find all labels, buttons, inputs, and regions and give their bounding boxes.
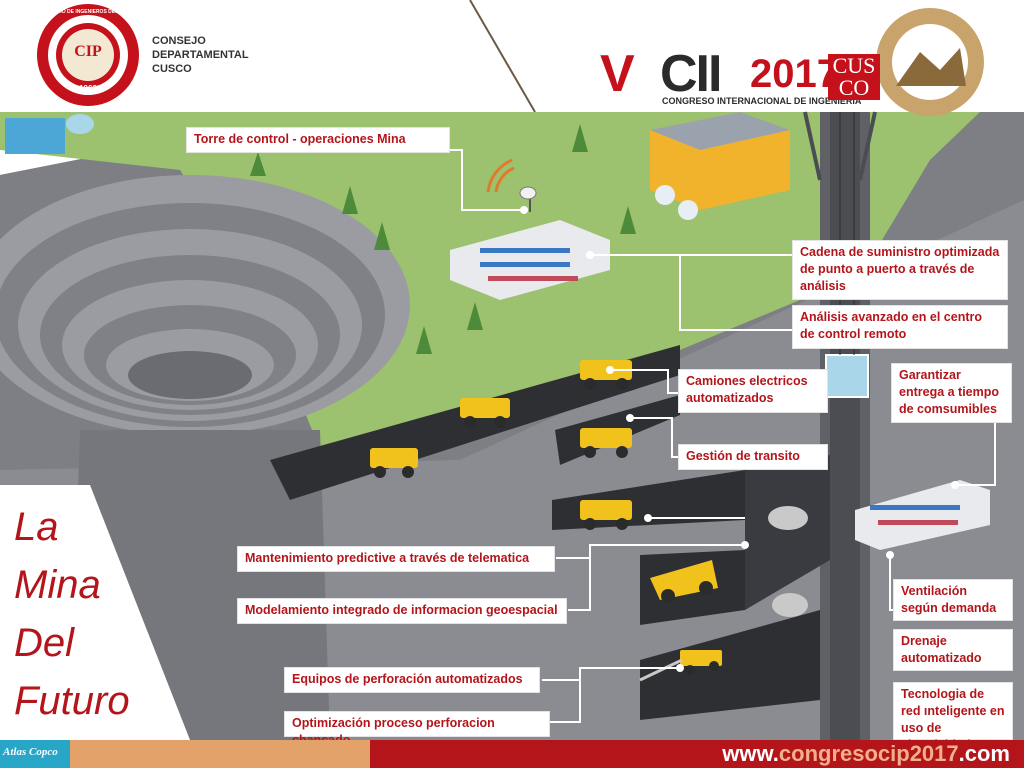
footer-right-bar [370,740,1024,768]
label-gestion-transito: Gestión de transito [678,444,828,470]
title-line: Futuro [14,679,130,723]
drill-rig [639,650,722,682]
connector-dots [520,206,959,672]
surface-plant [650,112,790,220]
org-line: CONSEJO [152,35,206,47]
underground-control-room [855,480,990,550]
event-city-line: CO [838,75,870,100]
organization-name: CONSEJO DEPARTAMENTAL CUSCO [152,34,272,76]
college-seal [37,4,139,106]
seal-year: 1962 [79,84,97,93]
event-cii: CII [660,45,722,103]
mine-shaft [820,112,870,740]
surface-control-room [450,220,610,300]
label-modelamiento: Modelamiento integrado de informacion ge… [237,598,567,624]
label-garantizar-entrega: Garantizar entrega a tiempo de comsumibl… [891,363,1012,423]
org-line: DEPARTAMENTAL [152,49,249,61]
water-tank [5,114,94,154]
truck-2 [460,398,510,428]
truck-4 [580,428,632,458]
open-pit [0,175,410,740]
web-suffix: .com [958,741,1010,766]
title-line: Del [14,621,75,665]
page-title: La Mina Del Futuro [14,498,174,730]
web-domain: congresocip2017 [778,741,959,766]
cusco-gear-emblem [876,8,984,116]
label-equipos-perforacion: Equipos de perforación automatizados [284,667,540,693]
seal-ring-text: COLEGIO DE INGENIEROS DEL PERÚ [42,9,134,15]
label-torre-control: Torre de control - operaciones Mina [186,127,450,153]
label-optimizacion: Optimización proceso perforacion chancad… [284,711,550,747]
footer-middle-bar [70,740,370,768]
event-v: V [600,45,635,103]
title-panel [0,485,190,740]
event-year: 2017 [750,52,839,96]
label-cadena-suministro: Cadena de suministro optimizada de punto… [792,240,1008,300]
title-line: Mina [14,563,101,607]
rock-pile-1 [768,506,808,530]
org-line: CUSCO [152,63,192,75]
truck-5 [580,500,632,530]
sponsor-logo: Atlas Copco [3,746,58,758]
title-line: La [14,505,59,549]
web-prefix: www. [722,741,779,766]
label-drenaje: Drenaje automatizado [893,629,1013,671]
event-subtitle: CONGRESO INTERNACIONAL DE INGENIERÍA [662,96,862,106]
website-link[interactable]: www.congresocip2017.com [722,740,1010,768]
event-city-line: CUS [832,53,876,78]
antenna-icon [486,158,537,212]
headframe [803,111,877,181]
label-mantenimiento: Mantenimiento predictive a través de tel… [237,546,555,572]
connector-lines [450,149,1008,723]
seal-monogram: CIP [74,43,102,60]
event-city: CUS CO [828,54,880,100]
rock-pile-2 [772,593,808,617]
loader [650,560,718,603]
label-ventilacion: Ventilación según demanda [893,579,1013,621]
label-camiones: Camiones electricos automatizados [678,369,828,413]
trees [250,124,636,354]
truck-1 [370,448,418,478]
footer-brand-bar: Atlas Copco [0,740,70,768]
label-tecnologia-red: Tecnologia de red ınteligente en uso de … [893,682,1013,752]
label-analisis-avanzado: Análisis avanzado en el centro de contro… [792,305,1008,349]
